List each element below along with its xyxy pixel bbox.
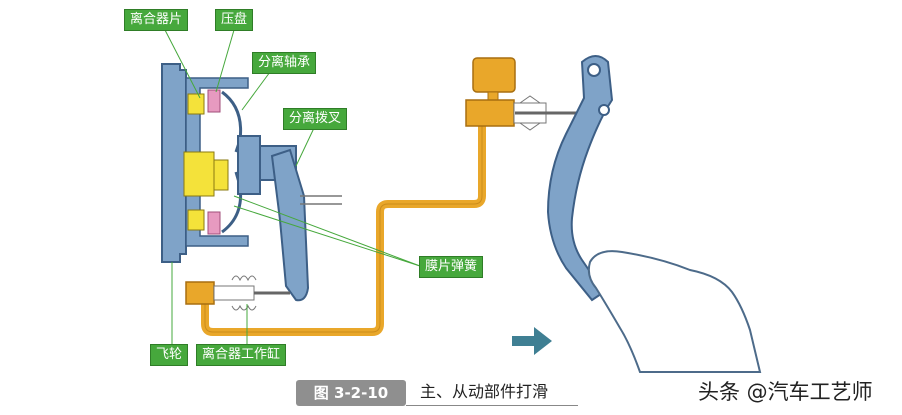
foot-outline [587,250,762,373]
direction-arrow [512,327,552,355]
label-diaphragm-spring: 膜片弹簧 [419,256,484,278]
label-clutch-disc: 离合器片 [124,9,189,31]
label-release-bearing: 分离轴承 [252,52,317,74]
clutch-disc [183,93,229,231]
label-flywheel: 飞轮 [150,344,189,366]
flywheel [161,63,187,263]
caption-number: 图 3-2-10 [296,380,406,406]
clutch-pedal [546,55,614,302]
label-pressure-plate: 压盘 [215,9,254,31]
label-release-fork: 分离拨叉 [283,108,348,130]
caption-title: 主、从动部件打滑 [420,382,549,401]
leader-lines [164,29,421,348]
caption-underline [406,405,578,406]
label-slave-cylinder: 离合器工作缸 [196,344,287,366]
watermark: 头条 @汽车工艺师 [698,380,873,404]
pressure-plate [207,89,221,235]
release-fork [270,148,310,302]
slave-cylinder [185,275,290,311]
figure-caption: 图 3-2-10 主、从动部件打滑 [296,380,578,406]
